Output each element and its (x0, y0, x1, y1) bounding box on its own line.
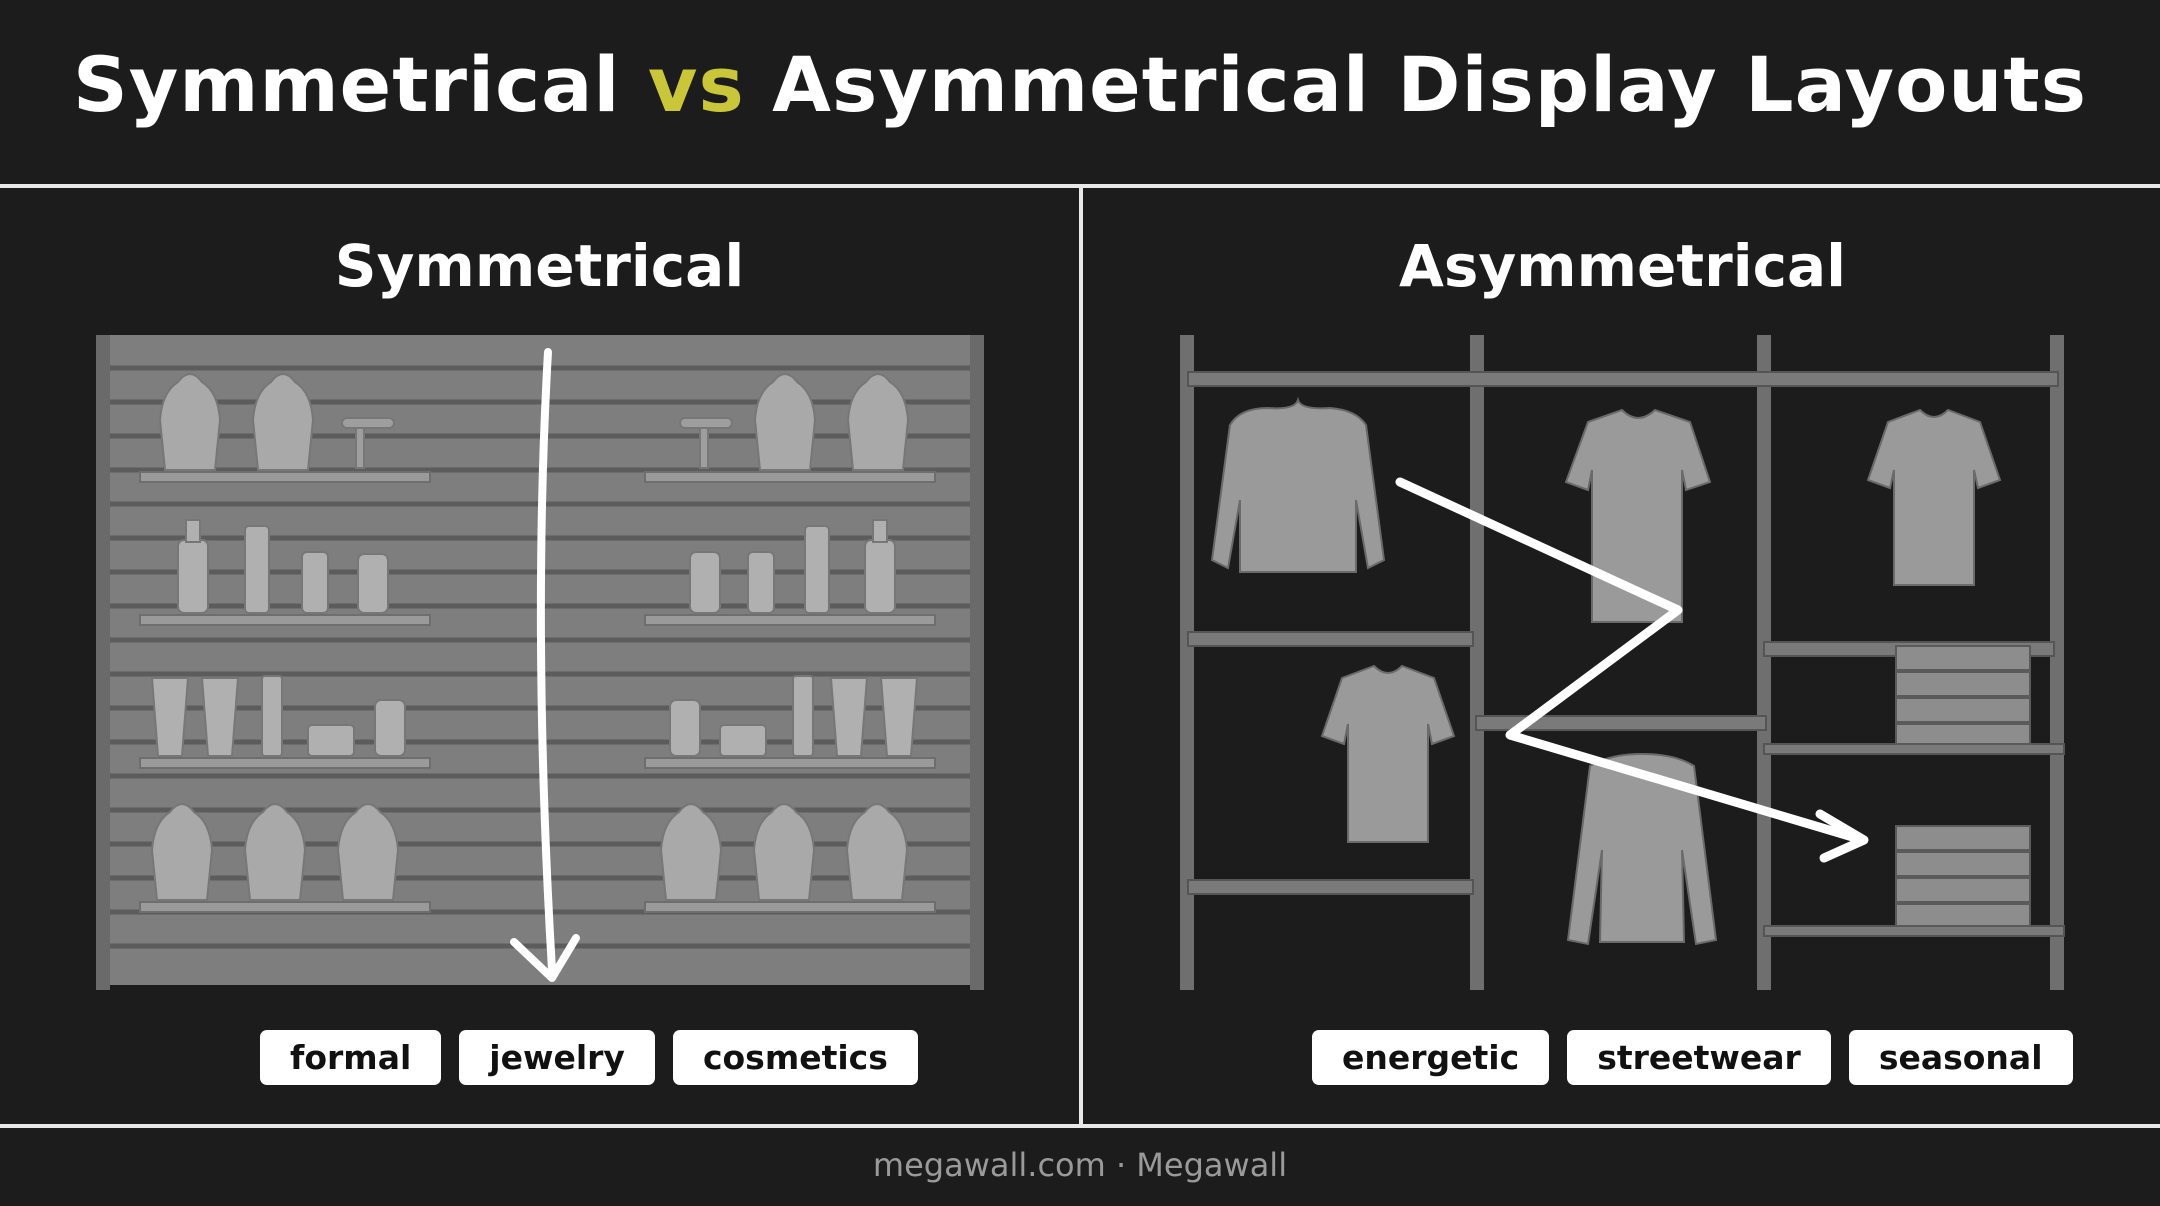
ring-stands (341, 417, 733, 469)
tag-jewelry: jewelry (459, 1030, 655, 1085)
tag-cosmetics: cosmetics (672, 1030, 918, 1085)
title-part-vs: vs (647, 40, 745, 129)
center-divider (1079, 188, 1083, 1126)
page-title: Symmetrical vs Asymmetrical Display Layo… (0, 40, 2160, 129)
eye-flow-arrow (536, 348, 556, 974)
tag-formal: formal (260, 1030, 442, 1085)
eye-flow-zigzag-arrow (1395, 477, 1861, 843)
jewelry-busts (150, 373, 910, 901)
symmetrical-heading: Symmetrical (334, 232, 745, 300)
asymmetrical-tags: energetic streetwear seasonal (1312, 1030, 2073, 1085)
clothing-items (1210, 396, 2002, 946)
folded-stacks (1895, 645, 2031, 927)
shelves (139, 471, 936, 913)
rack-uprights (1180, 335, 2064, 990)
footer-credit: megawall.com · Megawall (872, 1146, 1288, 1184)
bottom-divider (0, 1124, 2160, 1128)
symmetrical-tags: formal jewelry cosmetics (260, 1030, 918, 1085)
title-part-asymmetrical: Asymmetrical Display Layouts (772, 40, 2087, 129)
tag-seasonal: seasonal (1848, 1030, 2073, 1085)
title-part-symmetrical: Symmetrical (73, 40, 621, 129)
symmetrical-slatwall-illustration (96, 335, 984, 990)
eye-flow-arrowhead (1815, 809, 1869, 863)
tag-energetic: energetic (1312, 1030, 1550, 1085)
eye-flow-arrowhead (510, 934, 580, 982)
tag-streetwear: streetwear (1567, 1030, 1831, 1085)
top-divider (0, 184, 2160, 188)
asymmetrical-heading: Asymmetrical (1398, 232, 1847, 300)
asymmetrical-rack-illustration (1180, 335, 2065, 990)
cosmetic-bottles (150, 519, 919, 757)
